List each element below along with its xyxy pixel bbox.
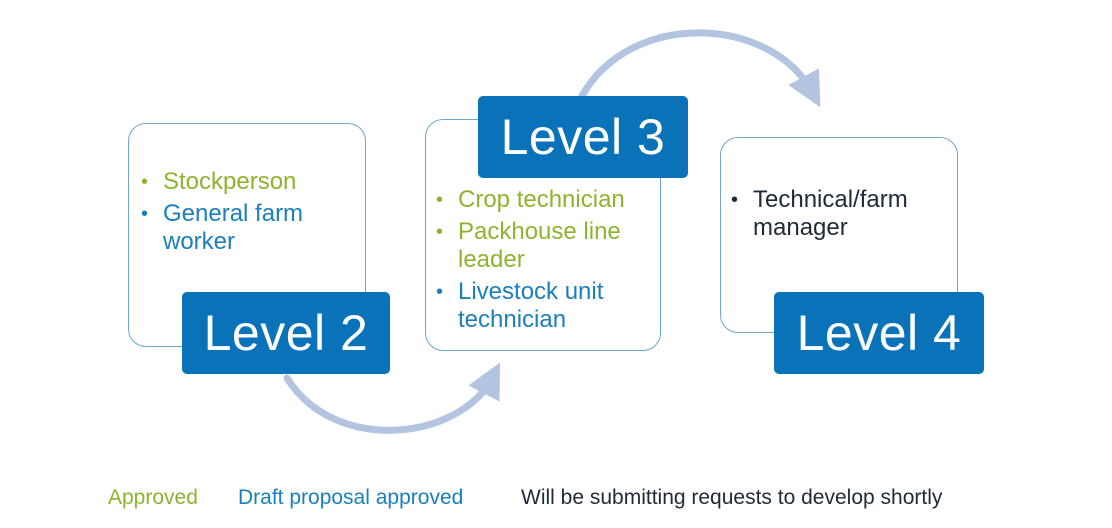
level2-list: •Stockperson •General farm worker [129,124,365,256]
level2-item-stockperson: •Stockperson [141,168,297,195]
level4-badge: Level 4 [774,292,984,374]
level3-badge: Level 3 [478,96,688,178]
level3-item-crop-technician: •Crop technician [436,186,625,213]
level2-item-general-farm-worker: •General farm worker [141,200,304,255]
level2-card: •Stockperson •General farm worker [128,123,366,347]
legend-approved: Approved [108,486,198,509]
level3-item-livestock-unit-technician: •Livestock unit technician [436,278,604,333]
arrow-level3-to-level4 [578,29,821,108]
legend-draft-proposal-approved: Draft proposal approved [238,486,464,509]
level2-badge: Level 2 [182,292,390,374]
arrow-level2-to-level3 [283,362,501,434]
level3-list: •Crop technician •Packhouse line leader … [426,120,660,334]
level4-list: •Technical/farm manager [721,138,957,242]
legend-will-be-submitting: Will be submitting requests to develop s… [521,486,943,509]
level3-item-packhouse-line-leader: •Packhouse line leader [436,218,621,273]
level4-item-technical-farm-manager: •Technical/farm manager [731,186,908,241]
